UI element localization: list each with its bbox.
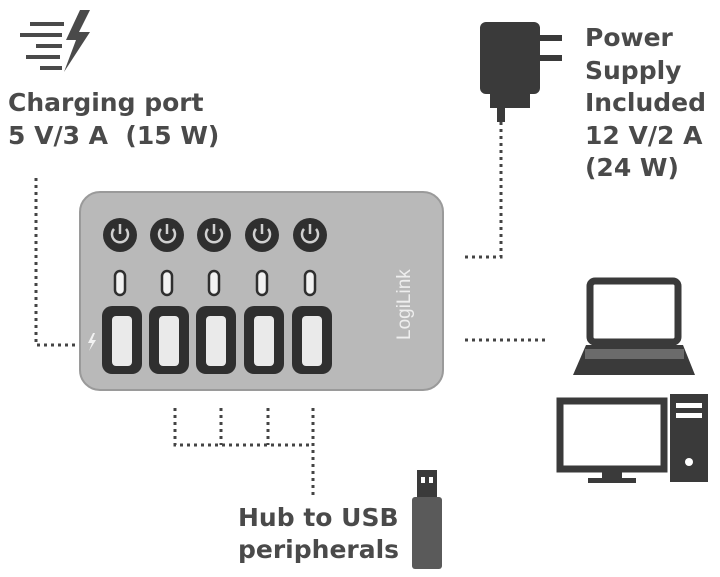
hub-label-line-1: Hub to USB bbox=[238, 503, 399, 532]
usb-stick-icon bbox=[412, 470, 442, 569]
power-supply-line-2: Supply bbox=[585, 55, 682, 85]
usb-ports bbox=[102, 306, 332, 374]
power-supply-line bbox=[465, 122, 503, 259]
charging-port-title: Charging port bbox=[8, 88, 204, 117]
connector-lines bbox=[34, 122, 545, 495]
hub-to-usb-label: Hub to USB peripherals bbox=[238, 502, 399, 566]
hub-peripherals-line bbox=[173, 408, 313, 447]
power-supply-line-1: Power bbox=[585, 23, 673, 52]
desktop-computer-icon bbox=[556, 394, 708, 483]
power-button-icons bbox=[103, 218, 327, 252]
usb-hub: LogiLink bbox=[79, 191, 444, 391]
charging-port-spec: 5 V/3 A (15 W) bbox=[8, 121, 220, 150]
laptop-icon bbox=[573, 277, 695, 375]
lightning-speed-icon bbox=[20, 10, 90, 72]
power-symbol-icons bbox=[110, 224, 320, 244]
power-supply-line-3: Included bbox=[585, 88, 707, 117]
brand-logo: LogiLink bbox=[394, 269, 415, 340]
charging-port-line bbox=[34, 178, 82, 347]
power-supply-line-5: (24 W) bbox=[585, 153, 679, 182]
charging-port-label: Charging port 5 V/3 A (15 W) bbox=[8, 86, 219, 152]
led-indicators bbox=[113, 269, 317, 297]
power-supply-label: Power Supply Included 12 V/2 A (24 W) bbox=[585, 22, 706, 185]
power-adapter-icon bbox=[480, 22, 562, 122]
power-supply-line-4: 12 V/2 A bbox=[585, 120, 703, 150]
hub-label-line-2: peripherals bbox=[238, 535, 400, 564]
charging-lightning-icon bbox=[88, 333, 96, 351]
